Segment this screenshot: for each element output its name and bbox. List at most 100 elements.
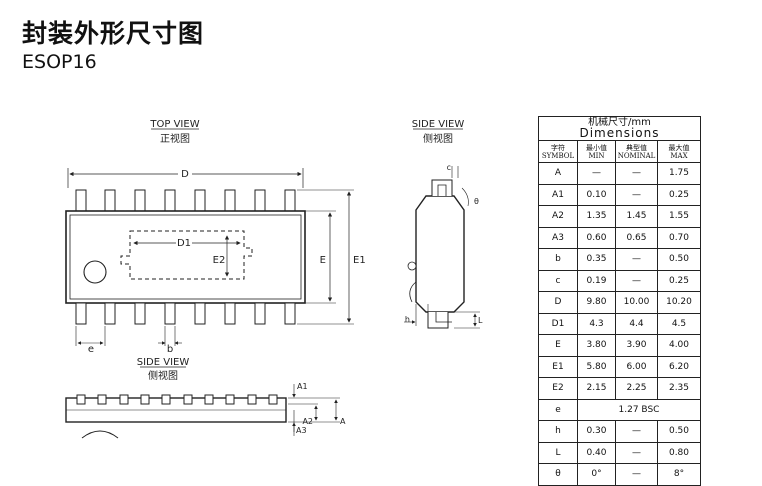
cell-nominal: 6.00 [615,355,658,378]
page-title: 封装外形尺寸图 [22,19,205,48]
table-row: A——1.75 [538,162,701,185]
cell-nominal: — [615,269,658,292]
dim-label-theta: θ [474,197,479,206]
cell-symbol: L [538,441,578,464]
side-view-profile [407,179,465,329]
cell-pitch-value: 1.27 BSC [577,398,701,421]
cell-min: 1.35 [577,205,616,228]
dim-label-b: b [167,344,173,355]
cell-max: 4.00 [657,334,701,357]
top-pins [75,189,296,212]
cell-symbol: A [538,162,578,185]
dim-label-h: h [405,315,410,324]
bottom-side-caption-cn: 侧视图 [148,369,178,382]
cell-min: 0.30 [577,420,616,443]
cell-nominal: — [615,248,658,271]
cell-nominal: — [615,162,658,185]
bottom-side-caption-en: SIDE VIEW [137,357,190,368]
cell-symbol: D [538,291,578,314]
pin1-marker [83,260,107,284]
cell-symbol: A2 [538,205,578,228]
dim-label-e: E [320,255,326,266]
table-header-en: Dimensions [579,126,660,140]
cell-nominal: — [615,441,658,464]
cell-symbol: A3 [538,226,578,249]
dim-label-e-pitch: e [88,344,94,355]
cell-max: 4.5 [657,312,701,335]
cell-max: 0.70 [657,226,701,249]
cell-nominal: 4.4 [615,312,658,335]
package-name: ESOP16 [22,51,97,73]
cell-symbol: E [538,334,578,357]
cell-nominal: 2.25 [615,377,658,400]
package-body-top [65,210,306,304]
top-view-caption-en: TOP VIEW [149,119,199,130]
cell-min: 2.15 [577,377,616,400]
package-drawing: TOP VIEW 正视图 D D1 E2 [65,119,483,439]
cell-min: 0.60 [577,226,616,249]
dim-label-a3: A3 [296,426,307,435]
top-view-caption-cn: 正视图 [160,132,190,145]
cell-nominal: 0.65 [615,226,658,249]
cell-max: 2.35 [657,377,701,400]
cell-symbol: e [538,398,578,421]
dim-label-d1: D1 [177,238,191,249]
cell-max: 0.25 [657,183,701,206]
cell-max: 0.50 [657,248,701,271]
cell-symbol: E2 [538,377,578,400]
cell-min: 9.80 [577,291,616,314]
dim-label-a2: A2 [302,417,313,426]
cell-max: 6.20 [657,355,701,378]
cell-symbol: c [538,269,578,292]
cell-max: 1.75 [657,162,701,185]
dim-label-c: c [447,163,451,172]
dim-label-a: A [340,417,346,426]
cell-nominal: 10.00 [615,291,658,314]
cell-symbol: D1 [538,312,578,335]
cell-max: 8° [657,463,701,486]
cell-min: 4.3 [577,312,616,335]
cell-max: 0.80 [657,441,701,464]
cell-nominal: 3.90 [615,334,658,357]
cell-nominal: — [615,183,658,206]
dim-label-d: D [181,169,189,180]
dim-label-e2: E2 [213,255,226,266]
cell-max: 0.50 [657,420,701,443]
cell-symbol: E1 [538,355,578,378]
cell-min: 0° [577,463,616,486]
cell-symbol: h [538,420,578,443]
cell-min: 0.19 [577,269,616,292]
cell-min: 5.80 [577,355,616,378]
exposed-pad [120,230,253,280]
dim-label-a1: A1 [297,382,308,391]
cell-nominal: 1.45 [615,205,658,228]
cell-max: 10.20 [657,291,701,314]
cell-nominal: — [615,463,658,486]
side-view-caption-cn: 侧视图 [423,132,453,145]
cell-min: 0.10 [577,183,616,206]
cell-min: 3.80 [577,334,616,357]
cell-symbol: θ [538,463,578,486]
cell-symbol: b [538,248,578,271]
cell-min: — [577,162,616,185]
cell-min: 0.40 [577,441,616,464]
cell-max: 0.25 [657,269,701,292]
cell-symbol: A1 [538,183,578,206]
dim-label-e1: E1 [353,255,366,266]
